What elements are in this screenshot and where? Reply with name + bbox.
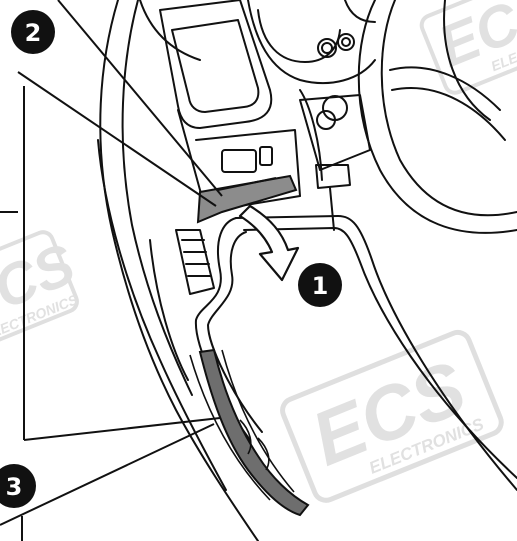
steering-wheel-spoke-2 — [391, 87, 506, 141]
stalk-knob-2 — [316, 110, 336, 130]
cover-slot — [217, 177, 277, 191]
callout-1: 1 — [298, 263, 342, 307]
steering-wheel-outer — [357, 0, 517, 234]
gauge-small-4 — [341, 37, 351, 47]
watermark-middle-left: ECS ELECTRONICS — [0, 230, 84, 355]
dash-top-edge — [139, 0, 201, 61]
callout-2-label: 2 — [25, 19, 42, 47]
callout-3: 3 — [0, 464, 36, 508]
wiring-cable — [198, 348, 310, 517]
steering-column — [299, 89, 323, 181]
steering-wheel-hub — [443, 0, 491, 121]
leader-line-2b — [17, 71, 217, 207]
sill-trim-channel — [189, 349, 295, 501]
callout-2: 2 — [11, 10, 55, 54]
instrument-hood — [247, 0, 376, 84]
door-frame-outer — [99, 0, 259, 541]
leader-lines — [0, 0, 223, 541]
pedal-arm — [329, 187, 335, 231]
steering-wheel-inner — [380, 0, 517, 217]
vehicle-interior-lineart — [97, 0, 517, 541]
callout-1-label: 1 — [312, 272, 329, 300]
gauge-small-3 — [321, 42, 333, 54]
dash-lower-cover — [195, 129, 301, 197]
leader-line-2 — [57, 0, 223, 197]
pedal-box — [315, 164, 351, 189]
floor-mat-inner — [243, 227, 517, 479]
watermark-top-right: ECS ELECTRONICS — [419, 0, 517, 95]
callout-3-label: 3 — [6, 473, 23, 501]
switch-left — [221, 149, 257, 173]
steering-wheel-spoke — [389, 66, 501, 111]
gauge-large — [257, 9, 341, 63]
switch-right — [259, 146, 273, 166]
sill-bracket — [239, 419, 270, 471]
floor-mat-left-inner — [207, 231, 263, 433]
gauge-top — [344, 0, 376, 23]
kick-panel — [175, 229, 215, 295]
door-seal — [97, 139, 227, 491]
leader-line-3a — [23, 417, 221, 441]
dash-vent-housing — [159, 0, 273, 129]
watermark-bottom-right: ECS ELECTRONICS — [280, 329, 504, 503]
door-frame-inner — [121, 0, 193, 396]
removal-arrow-icon — [238, 204, 300, 282]
dash-vent-inner — [171, 19, 260, 113]
gauge-small-2 — [337, 33, 355, 51]
sill-outer — [149, 239, 189, 381]
gauge-small-1 — [317, 38, 337, 58]
leader-line-3b — [0, 423, 215, 526]
column-shroud — [299, 94, 371, 171]
